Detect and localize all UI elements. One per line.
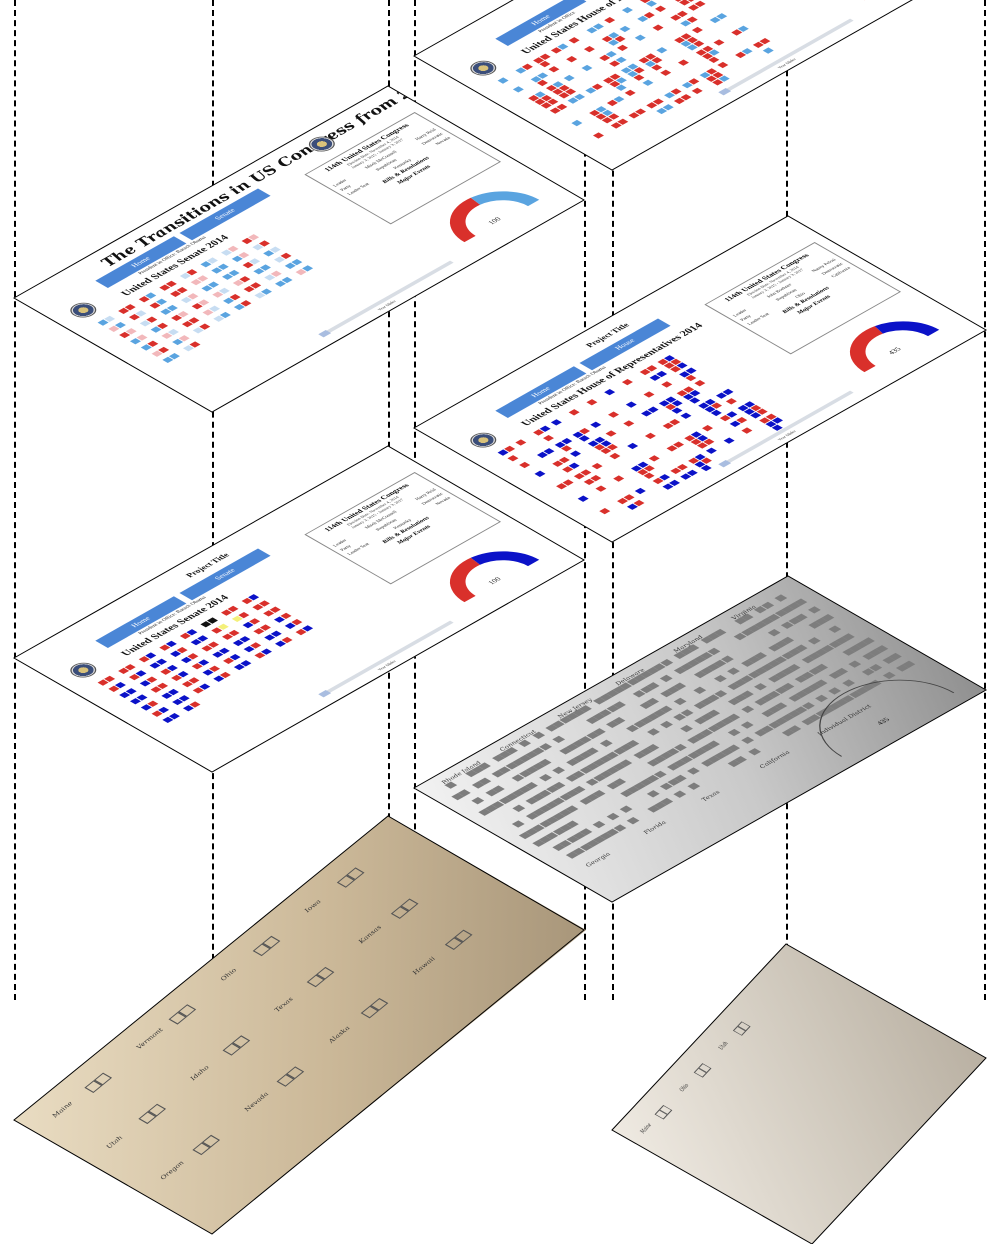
sheet-border [412, 575, 988, 903]
guide-line-1 [14, 0, 16, 1000]
sheet-outline [12, 445, 586, 773]
sketched-gauge-arc [819, 679, 955, 757]
gauge-majority-arc [449, 557, 481, 603]
gauge-minority-arc [470, 191, 540, 207]
handwritten-state-label: Utah [104, 1134, 125, 1150]
sheet-outline [412, 215, 988, 543]
handwritten-state-label: Vermont [134, 1027, 166, 1051]
sheet-border [412, 0, 913, 171]
seat-gauge [849, 321, 940, 373]
guide-line-2 [212, 0, 214, 1000]
layered-design-diagram: The Transitions in US Congress from 2014… [12, 0, 988, 1244]
guide-line-7 [786, 0, 788, 1000]
sheet-outline [412, 0, 913, 171]
handwritten-state-label: Utah [717, 1040, 731, 1051]
seat-gauge [449, 191, 540, 243]
gauge-majority-arc [449, 197, 481, 243]
handwritten-state-label: Alaska [327, 1025, 353, 1045]
sheet-outline [412, 575, 988, 903]
sheet-border [412, 215, 988, 543]
guide-line-8 [984, 0, 986, 1000]
handwritten-state-label: Oregon [158, 1160, 187, 1181]
handwritten-state-label: Maine [638, 1122, 654, 1135]
handwritten-state-label: Maine [50, 1100, 75, 1119]
gauge-minority-arc [874, 321, 940, 337]
sketched-gauge [819, 679, 955, 757]
sheet-border [12, 85, 586, 413]
gauge-majority-arc [849, 326, 884, 373]
sheet-outline [611, 943, 987, 1244]
sheet-border [12, 445, 586, 773]
sheet-outline [12, 85, 586, 413]
handwritten-state-label: Ohio [678, 1082, 691, 1093]
seat-gauge [449, 551, 540, 603]
sheet-content-senate-history: The Transitions in US Congress from 2014… [14, 86, 586, 412]
handwritten-state-label: Idaho [188, 1064, 212, 1082]
gauge-minority-arc [470, 551, 540, 567]
handwritten-state-label: Nevada [242, 1091, 271, 1113]
